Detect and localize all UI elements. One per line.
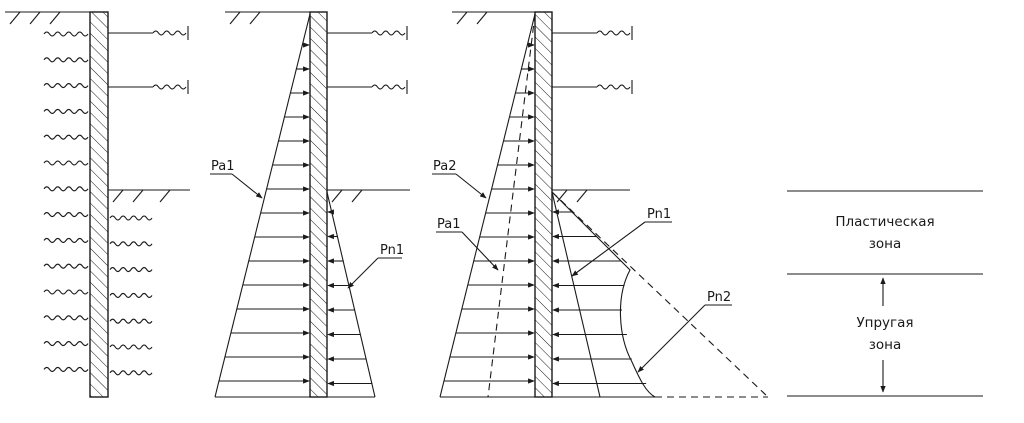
active-pressure-arrows [218, 42, 310, 384]
spring-left [43, 57, 89, 63]
ground-hatch-top [456, 11, 488, 25]
active-pressure-envelope-pa1 [214, 13, 311, 398]
soil-springs-right [109, 215, 153, 376]
sheet-pile-wall [534, 11, 553, 398]
spring-left [43, 263, 89, 269]
leader-pa1 [461, 231, 499, 271]
spring-left [43, 212, 89, 218]
spring-right [109, 318, 153, 324]
spring-left [43, 341, 89, 347]
anchor-second [552, 80, 633, 94]
spring-left [43, 315, 89, 321]
ground-hatch-top [9, 11, 61, 25]
passive-pressure-envelope-pn1 [551, 191, 601, 398]
passive-pressure-envelope-dashed [551, 191, 769, 398]
anchor-second [108, 80, 189, 94]
ground-hatch-bottom [331, 189, 363, 203]
label-pn1-right: Pn1 [647, 207, 671, 222]
anchor-second [327, 80, 408, 94]
label-pa1: Pa1 [211, 159, 235, 174]
anchor-top [552, 26, 633, 40]
panel-3-nonlinear-pressure: Pa2 Pa1 Pn1 Pn2 [432, 11, 769, 398]
spring-left [43, 134, 89, 140]
spring-right [109, 292, 153, 298]
sheet-pile-wall [89, 11, 109, 398]
leader-pn2 [637, 304, 706, 373]
panel-1-spring-model [5, 11, 190, 398]
anchor-springs [108, 26, 189, 94]
passive-pressure-envelope-pn1 [326, 191, 376, 398]
spring-left [43, 108, 89, 114]
spring-right [109, 267, 153, 273]
label-pn1: Pn1 [380, 243, 404, 258]
ground-hatch-bottom [556, 189, 588, 203]
anchor-top [108, 26, 189, 40]
elastic-zone-label-2: зона [869, 337, 902, 353]
spring-right [109, 241, 153, 247]
anchor-top [327, 26, 408, 40]
active-pressure-arrows [443, 42, 535, 384]
plastic-zone-label-1: Пластическая [835, 214, 934, 230]
anchor-springs [552, 26, 633, 94]
spring-left [43, 289, 89, 295]
active-pressure-envelope-pa1-dashed [487, 13, 536, 398]
spring-right [109, 215, 153, 221]
leader-pn1 [347, 257, 379, 289]
label-pn2: Pn2 [707, 290, 731, 305]
label-pa2: Pa2 [433, 159, 457, 174]
ground-hatch-top [229, 11, 261, 25]
ground-hatch-bottom [112, 189, 171, 203]
panel-4-zones-legend: Пластическая зона Упругая зона [787, 190, 983, 397]
spring-right [109, 370, 153, 376]
spring-left [43, 83, 89, 89]
soil-springs-left [43, 31, 89, 372]
anchor-springs [327, 26, 408, 94]
passive-pressure-envelope-pn2 [551, 191, 656, 398]
spring-left [43, 160, 89, 166]
leader-pn1 [571, 221, 646, 277]
sheet-pile-wall [309, 11, 328, 398]
passive-pressure-arrows [552, 209, 647, 387]
leader-pa1 [231, 173, 263, 199]
leader-pa2 [455, 173, 487, 199]
active-pressure-envelope-pa2 [439, 13, 536, 398]
elastic-zone-label-1: Упругая [856, 315, 913, 331]
label-pa1-right: Pa1 [437, 217, 461, 232]
passive-pressure-arrows [327, 209, 373, 387]
spring-right [109, 344, 153, 350]
plastic-zone-label-2: зона [869, 236, 902, 252]
spring-left [43, 186, 89, 192]
spring-left [43, 366, 89, 372]
spring-left [43, 237, 89, 243]
spring-left [43, 31, 89, 37]
panel-2-linear-pressure: Pa1 Pn1 [210, 11, 410, 398]
